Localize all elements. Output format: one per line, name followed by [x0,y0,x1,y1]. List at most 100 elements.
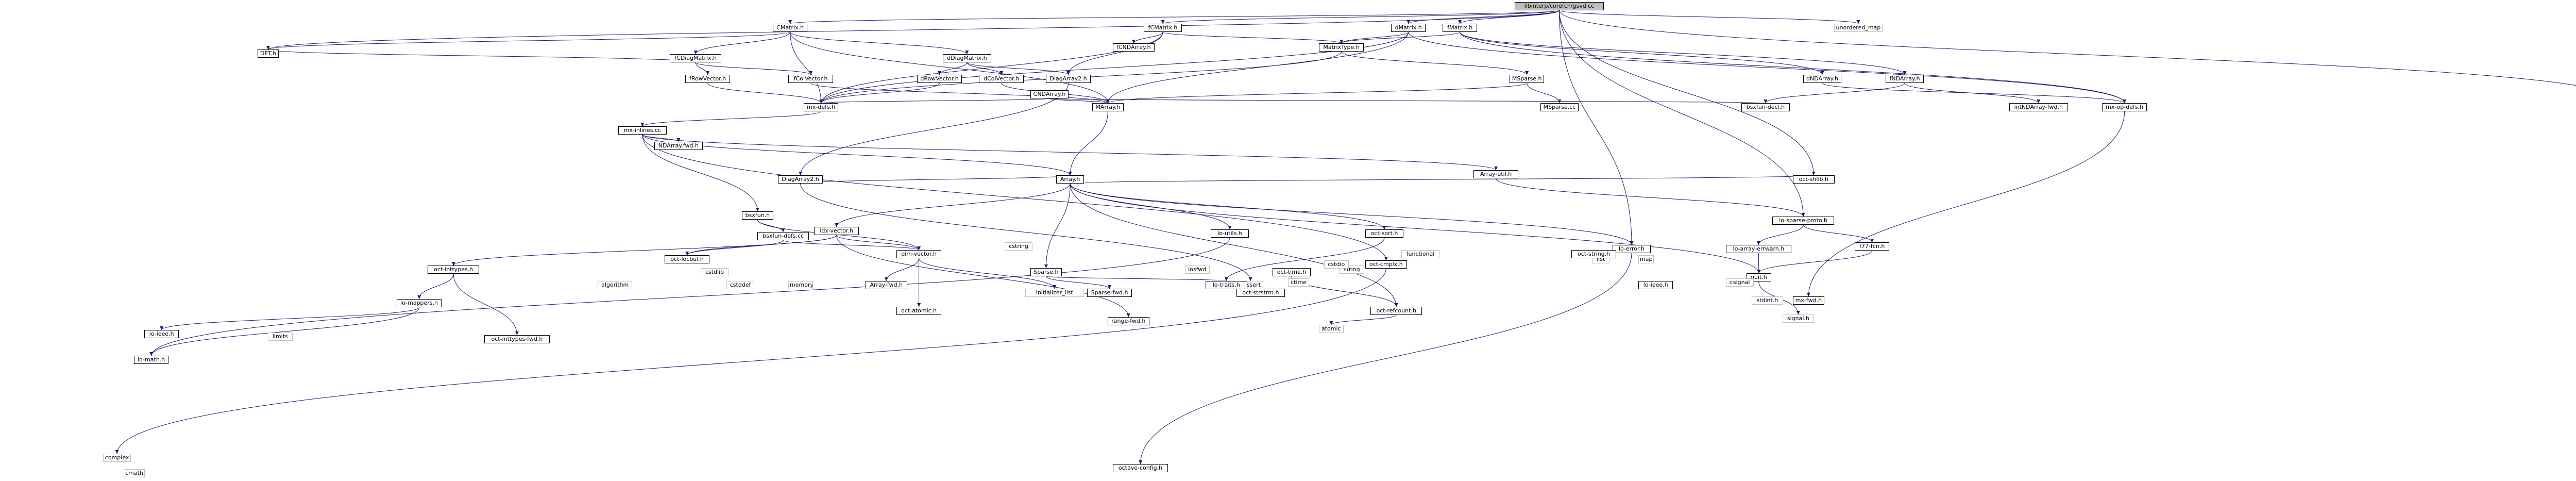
edge-64 [1070,183,1398,307]
node-Sparse-h[interactable]: Sparse.h [1030,268,1062,276]
node-lo-ieee-h[interactable]: lo-ieee.h [144,330,179,338]
node-Sparse-fwd-h[interactable]: Sparse-fwd.h [1087,289,1132,297]
edge-76 [836,235,1130,318]
node-lo-error-h[interactable]: lo-error.h [1613,245,1651,253]
node-oct-shlib-h[interactable]: oct-shlib.h [1793,175,1835,184]
node-oct-time-h[interactable]: oct-time.h [1273,268,1311,276]
edge-31 [967,62,1004,75]
graph-edges [115,10,2576,465]
node-MArray-h[interactable]: MArray.h [1092,103,1124,111]
node-lo-math-h[interactable]: lo-math.h [134,356,169,364]
node-fRowVector-h[interactable]: fRowVector.h [685,75,731,83]
node-lo-utils-h[interactable]: lo-utils.h [1211,229,1249,238]
node-octave-config-h[interactable]: octave-config.h [1113,464,1168,472]
node-dColVector-h[interactable]: dColVector.h [979,75,1024,83]
node-Array-util-h[interactable]: Array-util.h [1473,170,1519,178]
node-lo-traits-h[interactable]: lo-traits.h [1206,281,1247,289]
node-DiagArray2-h-top[interactable]: DiagArray2.h [1046,75,1091,83]
edge-83 [1224,237,1385,281]
node-intNDArray-fwd-h[interactable]: intNDArray-fwd.h [2009,103,2068,111]
edge-39 [819,98,1050,104]
node-mx-op-defs-h[interactable]: mx-op-defs.h [2102,103,2147,111]
node-fColVector-h[interactable]: fColVector.h [788,75,834,83]
edge-59 [1070,183,1232,230]
edge-0 [1559,10,1860,24]
edge-16 [1131,31,1163,44]
node-mx-fwd-h[interactable]: mx-fwd.h [1793,296,1824,305]
edge-29 [266,49,696,63]
node-dNDArray-h[interactable]: dNDArray.h [1803,75,1841,83]
node-CMatrix-h[interactable]: CMatrix.h [773,24,808,32]
edge-80 [1045,276,1112,289]
node-oct-atomic-h[interactable]: oct-atomic.h [896,307,942,315]
edge-24 [1460,31,1824,75]
edge-25 [1460,31,1907,75]
edge-88 [149,307,420,356]
node-NDArray-fwd-h[interactable]: NDArray.fwd.h [654,142,703,150]
node-lo-array-errwarn-h[interactable]: lo-array-errwarn.h [1726,245,1791,253]
node-MSparse-h[interactable]: MSparse.h [1510,75,1545,83]
node-oct-string-h[interactable]: oct-string.h [1571,250,1617,258]
edge-89 [1329,314,1397,325]
node-oct-refcount-h[interactable]: oct-refcount.h [1370,307,1422,315]
edge-58 [835,183,1071,227]
edge-62 [1070,183,1634,245]
node-fMatrix-h[interactable]: fMatrix.h [1443,24,1478,32]
edge-63 [1070,183,1761,274]
node-initializer-list: initializer_list [1025,289,1084,297]
node-fCDiagMatrix-h[interactable]: fCDiagMatrix.h [670,54,722,62]
node-bsxfun-h[interactable]: bsxfun.h [742,211,773,220]
edge-61 [1070,175,1815,184]
node-oct-locbuf-h[interactable]: oct-locbuf.h [665,255,710,263]
node-fCNDArray-h[interactable]: fCNDArray.h [1113,43,1155,52]
edge-57 [800,183,1252,281]
node-Array-fwd-h[interactable]: Array-fwd.h [866,281,907,289]
node-lo-ieee-h2[interactable]: lo-ieee.h [1638,281,1673,289]
node-lo-sparse-proto-h[interactable]: lo-sparse-proto.h [1772,217,1835,225]
node-cstddef: cstddef [726,281,755,289]
edge-43 [1764,82,1905,104]
node-oct-strstrm-h[interactable]: oct-strstrm.h [1236,289,1285,297]
edge-49 [1068,111,1108,176]
node-CNDArray-h[interactable]: CNDArray.h [1030,90,1069,98]
node-dim-vector-h[interactable]: dim-vector.h [896,250,942,258]
edge-48 [640,111,822,127]
node-lo-mappers-h[interactable]: lo-mappers.h [397,299,442,307]
edge-84 [115,268,1386,454]
edge-67 [1756,224,1804,245]
node-bsxfun-decl-h[interactable]: bsxfun-decl.h [1741,103,1790,111]
node-fNDArray-h[interactable]: fNDArray.h [1886,75,1924,83]
node-f77-fcn-h[interactable]: f77-fcn.h [1855,242,1890,251]
node-mx-defs-h[interactable]: mx-defs.h [804,103,839,111]
node-fCMatrix-h[interactable]: fCMatrix.h [1144,24,1182,32]
node-oct-sort-h[interactable]: oct-sort.h [1365,229,1403,238]
node-dDiagMatrix-h[interactable]: dDiagMatrix.h [943,54,991,62]
node-DiagArray2-h[interactable]: DiagArray2.h [778,175,823,184]
edge-66 [1496,178,1805,217]
edge-5 [1559,10,2576,86]
edge-27 [695,62,710,75]
node-oct-inttypes-h[interactable]: oct-inttypes.h [428,266,480,274]
node-oct-cmplx-h[interactable]: oct-cmplx.h [1365,260,1407,269]
node-root[interactable]: libinterp/corefcn/gsvd.cc [1515,2,1604,10]
edge-18 [1066,31,1163,75]
edge-65 [1044,183,1071,269]
node-Array-h[interactable]: Array.h [1056,175,1084,184]
node-idx-vector-h[interactable]: idx-vector.h [814,227,859,235]
node-dRowVector-h[interactable]: dRowVector.h [917,75,962,83]
node-dMatrix-h[interactable]: dMatrix.h [1391,24,1426,32]
node-MSparse-cc[interactable]: MSparse.cc [1540,103,1579,111]
node-DET-h[interactable]: DET.h [258,49,279,58]
edge-28 [695,62,812,75]
node-cstring: cstring [1005,242,1033,251]
node-dMatrix-Type-h[interactable]: MatrixType.h [1319,43,1364,52]
edge-41 [1049,98,1110,104]
edge-32 [967,62,1070,75]
node-oct-inttypes-fwd-h[interactable]: oct-inttypes-fwd.h [484,335,550,343]
node-bsxfun-defs-cc[interactable]: bsxfun-defs.cc [757,232,809,240]
node-mx-inlines-cc[interactable]: mx-inlines.cc [618,126,667,135]
edge-40 [1049,98,1767,104]
node-memory: memory [788,281,813,289]
edge-78 [884,258,920,281]
node-range-fwd-h[interactable]: range-fwd.h [1108,317,1149,325]
